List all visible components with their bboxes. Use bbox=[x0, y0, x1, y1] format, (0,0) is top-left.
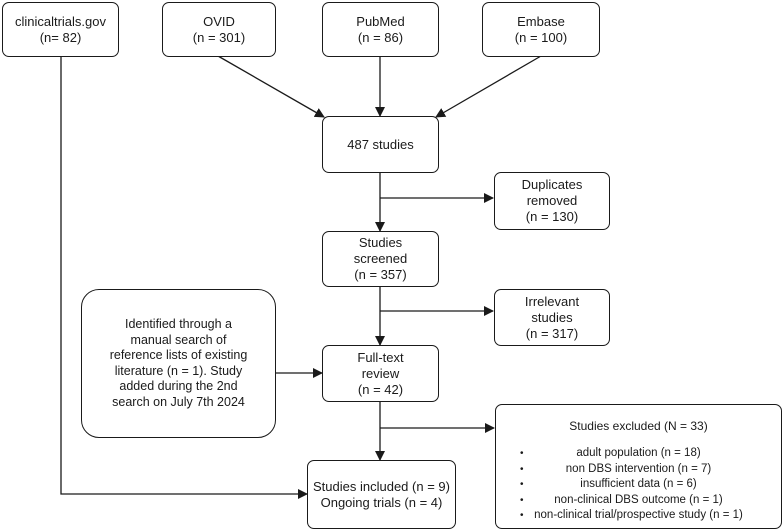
duplicates-line1: Duplicates bbox=[521, 177, 583, 192]
irrelevant-studies-box: Irrelevant studies (n = 317) bbox=[494, 289, 610, 346]
exclusion-reason: adult population (n = 18) bbox=[496, 446, 781, 462]
exclusion-reason: insufficient data (n = 6) bbox=[496, 477, 781, 493]
duplicates-line2: removed bbox=[526, 193, 578, 208]
duplicates-count: (n = 130) bbox=[525, 209, 579, 224]
fulltext-count: (n = 42) bbox=[357, 381, 404, 397]
included-line2: Ongoing trials (n = 4) bbox=[320, 494, 443, 510]
irrelevant-line2: studies bbox=[531, 309, 573, 325]
source-clinicaltrials-box: clinicaltrials.gov (n= 82) bbox=[2, 2, 119, 57]
source-ovid-box: OVID (n = 301) bbox=[162, 2, 276, 57]
studies-excluded-box: Studies excluded (N = 33) adult populati… bbox=[495, 404, 782, 529]
manual-search-line: search on July 7th 2024 bbox=[112, 394, 245, 409]
source-count: (n = 86) bbox=[357, 29, 404, 45]
manual-search-line: added during the 2nd bbox=[119, 379, 238, 393]
screened-line1: Studies bbox=[358, 235, 403, 250]
irrelevant-count: (n = 317) bbox=[525, 325, 579, 341]
studies-screened-box: Studies screened (n = 357) bbox=[322, 231, 439, 287]
total-studies-box: 487 studies bbox=[322, 116, 439, 173]
arrow-clinicaltrials-to-included bbox=[60, 56, 308, 499]
irrelevant-line1: Irrelevant bbox=[524, 293, 580, 309]
screened-line2: screened bbox=[353, 251, 408, 266]
fulltext-review-box: Full-text review (n = 42) bbox=[322, 345, 439, 402]
total-label: 487 studies bbox=[347, 136, 414, 152]
source-name: OVID bbox=[203, 13, 235, 29]
exclusion-reason: non-clinical DBS outcome (n = 1) bbox=[496, 493, 781, 509]
exclusion-reason: non DBS intervention (n = 7) bbox=[496, 462, 781, 478]
manual-search-line: reference lists of existing bbox=[109, 348, 248, 362]
manual-search-line: literature (n = 1). Study bbox=[114, 363, 243, 378]
arrow-ovid-to-total bbox=[217, 55, 325, 118]
screened-count: (n = 357) bbox=[354, 267, 407, 282]
source-name: PubMed bbox=[356, 13, 405, 29]
excluded-title: Studies excluded (N = 33) bbox=[569, 419, 708, 433]
exclusion-reason: non-clinical trial/prospective study (n … bbox=[496, 508, 781, 524]
source-name: Embase bbox=[517, 13, 565, 29]
studies-included-box: Studies included (n = 9) Ongoing trials … bbox=[307, 460, 456, 529]
fulltext-line1: Full-text bbox=[357, 349, 404, 365]
manual-search-line: Identified through a bbox=[124, 317, 233, 331]
manual-search-line: manual search of bbox=[130, 332, 227, 347]
included-line1: Studies included (n = 9) bbox=[313, 478, 450, 494]
source-count: (n = 100) bbox=[514, 29, 568, 45]
arrow-embase-to-total bbox=[435, 55, 542, 118]
source-embase-box: Embase (n = 100) bbox=[482, 2, 600, 57]
manual-search-box: Identified through a manual search of re… bbox=[81, 289, 276, 438]
exclusion-reasons-list: adult population (n = 18) non DBS interv… bbox=[496, 446, 781, 524]
source-pubmed-box: PubMed (n = 86) bbox=[322, 2, 439, 57]
fulltext-line2: review bbox=[361, 365, 400, 381]
source-count: (n= 82) bbox=[39, 29, 82, 45]
source-count: (n = 301) bbox=[192, 29, 246, 45]
source-name: clinicaltrials.gov bbox=[14, 13, 107, 29]
duplicates-removed-box: Duplicates removed (n = 130) bbox=[494, 172, 610, 230]
